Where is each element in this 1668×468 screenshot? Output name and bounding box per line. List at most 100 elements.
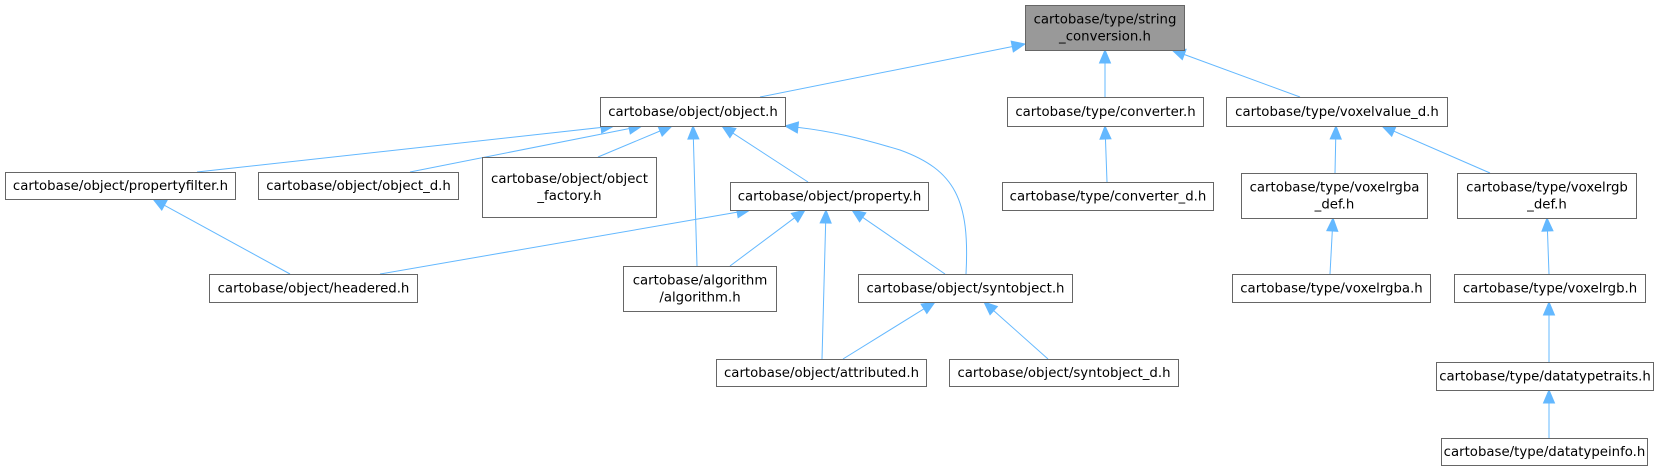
edge-attributed-to-syntobject — [842, 301, 937, 360]
node-box[interactable] — [1002, 182, 1214, 211]
node-attributed[interactable]: cartobase/object/attributed.h — [716, 359, 927, 387]
arrowhead-icon — [1329, 124, 1342, 140]
node-box[interactable] — [1025, 5, 1185, 51]
node-box[interactable] — [949, 359, 1179, 387]
node-datatypeinfo[interactable]: cartobase/type/datatypeinfo.h — [1441, 438, 1648, 466]
edge-line — [196, 126, 603, 173]
node-datatypetraits[interactable]: cartobase/type/datatypetraits.h — [1436, 362, 1654, 391]
arrowhead-icon — [720, 125, 737, 139]
arrowhead-icon — [850, 209, 867, 223]
arrowhead-icon — [819, 208, 832, 224]
node-label: cartobase/object/object_d.h — [266, 179, 451, 194]
arrowhead-icon — [790, 209, 807, 224]
edge-line — [842, 307, 926, 360]
arrowhead-icon — [1099, 124, 1112, 140]
edge-line — [1334, 137, 1337, 174]
edge-converter_d-to-converter — [1099, 124, 1112, 183]
node-algorithm[interactable]: cartobase/algorithm/algorithm.h — [623, 266, 777, 312]
node-box[interactable] — [1232, 274, 1431, 303]
node-voxelrgba-def[interactable]: cartobase/type/voxelrgba_def.h — [1241, 173, 1428, 219]
node-converter[interactable]: cartobase/type/converter.h — [1007, 97, 1204, 127]
node-box[interactable] — [858, 274, 1073, 303]
edge-converter-to-string_conversion — [1098, 48, 1112, 97]
node-label: cartobase/type/datatypetraits.h — [1439, 370, 1651, 385]
arrowhead-icon — [1380, 125, 1397, 138]
node-box[interactable] — [1436, 362, 1654, 391]
edge-line — [1546, 229, 1550, 275]
edge-line — [163, 204, 291, 275]
edge-line — [1183, 53, 1301, 98]
node-label: _factory.h — [536, 189, 601, 204]
node-syntobject[interactable]: cartobase/object/syntobject.h — [858, 274, 1073, 303]
node-syntobject-d[interactable]: cartobase/object/syntobject_d.h — [949, 359, 1179, 387]
edge-syntobject-to-object — [783, 121, 968, 275]
node-string-conversion[interactable]: cartobase/type/string_conversion.h — [1025, 5, 1185, 51]
node-label: cartobase/object/attributed.h — [724, 366, 919, 381]
node-voxelrgb[interactable]: cartobase/type/voxelrgb.h — [1454, 274, 1646, 303]
node-label: _conversion.h — [1058, 30, 1151, 45]
node-box[interactable] — [623, 266, 777, 312]
edge-syntobject-to-property — [850, 209, 946, 275]
node-box[interactable] — [1226, 97, 1448, 127]
node-box[interactable] — [600, 97, 786, 127]
edge-line — [729, 216, 796, 267]
node-label: cartobase/type/voxelrgba — [1250, 181, 1420, 196]
edge-voxelrgb_def-to-voxelvalue_d — [1380, 125, 1491, 174]
edge-algorithm-to-property — [729, 209, 807, 267]
node-object[interactable]: cartobase/object/object.h — [600, 97, 786, 127]
arrowhead-icon — [920, 301, 937, 315]
edge-line — [597, 130, 662, 158]
edge-datatypetraits-to-voxelrgb — [1542, 300, 1556, 362]
node-label: cartobase/type/datatypeinfo.h — [1444, 445, 1646, 460]
node-label: cartobase/object/propertyfilter.h — [13, 179, 228, 194]
node-box[interactable] — [1007, 97, 1204, 127]
node-label: cartobase/type/converter.h — [1015, 105, 1195, 120]
arrowhead-icon — [1542, 300, 1556, 316]
node-headered[interactable]: cartobase/object/headered.h — [209, 274, 418, 303]
node-property[interactable]: cartobase/object/property.h — [730, 182, 929, 211]
node-box[interactable] — [1241, 173, 1428, 219]
node-label: cartobase/object/property.h — [738, 190, 922, 205]
node-box[interactable] — [1457, 173, 1637, 219]
arrowhead-icon — [151, 198, 168, 211]
node-label: cartobase/object/object — [491, 172, 648, 187]
edge-voxelvalue_d-to-string_conversion — [1170, 48, 1301, 98]
arrowhead-icon — [1098, 48, 1112, 64]
node-label: cartobase/type/voxelrgba.h — [1240, 282, 1422, 297]
edge-line — [1392, 130, 1491, 174]
node-box[interactable] — [258, 172, 459, 200]
node-object-d[interactable]: cartobase/object/object_d.h — [258, 172, 459, 200]
node-converter-d[interactable]: cartobase/type/converter_d.h — [1002, 182, 1214, 211]
arrowhead-icon — [1541, 216, 1554, 232]
edge-voxelrgb-to-voxelrgb_def — [1541, 216, 1554, 275]
node-object-factory[interactable]: cartobase/object/object _factory.h — [482, 157, 657, 218]
edge-object-to-string_conversion — [759, 40, 1027, 98]
edge-line — [731, 132, 809, 183]
node-box[interactable] — [730, 182, 929, 211]
node-voxelrgba[interactable]: cartobase/type/voxelrgba.h — [1232, 274, 1431, 303]
edge-line — [796, 126, 968, 275]
node-box[interactable] — [209, 274, 418, 303]
arrowhead-icon — [783, 121, 800, 134]
arrowhead-icon — [657, 125, 674, 137]
node-propertyfilter[interactable]: cartobase/object/propertyfilter.h — [5, 172, 236, 200]
node-box[interactable] — [716, 359, 927, 387]
node-box[interactable] — [1454, 274, 1646, 303]
node-label: _def.h — [1526, 198, 1567, 213]
edge-line — [759, 45, 1014, 98]
edge-voxelrgba-to-voxelrgba_def — [1326, 216, 1339, 275]
node-label: cartobase/object/syntobject_d.h — [957, 366, 1170, 381]
node-label: cartobase/type/voxelvalue_d.h — [1235, 105, 1439, 120]
node-box[interactable] — [5, 172, 236, 200]
node-label: cartobase/object/headered.h — [218, 282, 410, 297]
node-voxelrgb-def[interactable]: cartobase/type/voxelrgb_def.h — [1457, 173, 1637, 219]
node-box[interactable] — [482, 157, 657, 218]
arrowhead-icon — [983, 301, 999, 316]
arrowhead-icon — [1542, 388, 1556, 404]
node-box[interactable] — [1441, 438, 1648, 466]
node-voxelvalue-d[interactable]: cartobase/type/voxelvalue_d.h — [1226, 97, 1448, 127]
edge-datatypeinfo-to-datatypetraits — [1542, 388, 1556, 438]
node-label: cartobase/algorithm — [633, 274, 768, 289]
node-label: /algorithm.h — [659, 291, 740, 306]
